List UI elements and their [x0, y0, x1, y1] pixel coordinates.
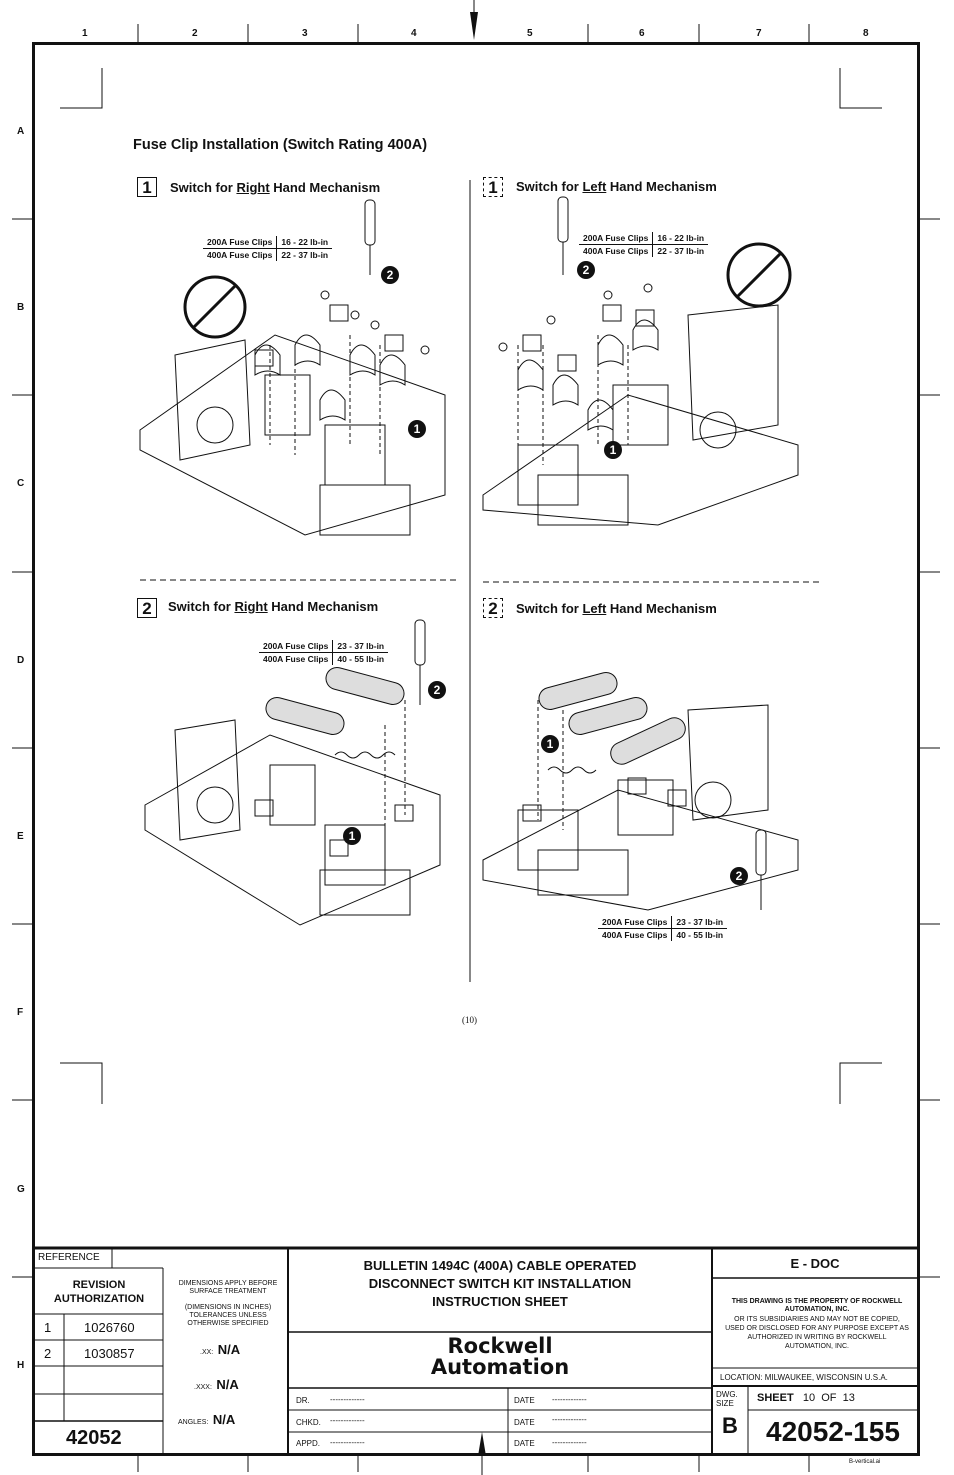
callout-2-p1-right: 2 — [381, 266, 399, 284]
zone-top-3: 3 — [302, 28, 308, 39]
step-number-2-right: 2 — [137, 598, 157, 618]
zone-side-h: H — [17, 1360, 25, 1371]
zone-side-b: B — [17, 302, 25, 313]
revision-authorization-label: REVISION AUTHORIZATION — [53, 1279, 145, 1305]
zone-side-c: C — [17, 478, 25, 489]
zone-top-5: 5 — [527, 28, 533, 39]
page-number: (10) — [462, 1015, 477, 1025]
drawing-size-label: DWG. SIZE — [716, 1390, 738, 1408]
dimension-note-2: (DIMENSIONS IN INCHES) TOLERANCES UNLESS… — [184, 1304, 272, 1327]
company-logo: Rockwell Automation — [430, 1334, 570, 1379]
step-label-2-right: Switch for Right Hand Mechanism — [168, 599, 379, 614]
zone-top-1: 1 — [82, 28, 88, 39]
document-type: E - DOC — [790, 1256, 840, 1271]
drawing-frame — [32, 42, 920, 1456]
zone-side-e: E — [17, 831, 24, 842]
switch-illustration-1-left — [482, 196, 799, 526]
callout-1-p1-right: 1 — [408, 420, 426, 438]
callout-2-p1-left: 2 — [577, 261, 595, 279]
callout-2-p2-right: 2 — [428, 681, 446, 699]
zone-top-7: 7 — [756, 28, 762, 39]
date-value-1: ------------- — [552, 1395, 587, 1404]
zone-side-f: F — [17, 1007, 24, 1018]
tolerance-xx: .XX: N/A — [200, 1342, 241, 1357]
step-number-1-left: 1 — [483, 177, 503, 197]
switch-illustration-2-left — [482, 671, 799, 911]
checked-by-value: ------------- — [330, 1416, 365, 1425]
revision-1-number: 1 — [44, 1320, 52, 1335]
location: LOCATION: MILWAUKEE, WISCONSIN U.S.A. — [720, 1373, 888, 1382]
zone-top-8: 8 — [863, 28, 869, 39]
drawing-number: 42052-155 — [766, 1416, 900, 1447]
sheet-info: SHEET 10 OF 13 — [757, 1392, 855, 1404]
date-label-3: DATE — [514, 1439, 535, 1448]
property-notice-2: OR ITS SUBSIDIARIES AND MAY NOT BE COPIE… — [725, 1316, 909, 1350]
document-title: BULLETIN 1494C (400A) CABLE OPERATED DIS… — [363, 1258, 637, 1309]
step-label-1-right: Switch for Right Hand Mechanism — [170, 180, 381, 195]
zone-top-4: 4 — [411, 28, 417, 39]
revision-1-id: 1026760 — [84, 1320, 135, 1335]
step-number-2-left: 2 — [483, 598, 503, 618]
approved-by-value: ------------- — [330, 1438, 365, 1447]
page-title: Fuse Clip Installation (Switch Rating 40… — [133, 137, 428, 153]
drawn-by-label: DR. — [296, 1396, 310, 1405]
zone-side-g: G — [17, 1184, 25, 1195]
zone-top-6: 6 — [639, 28, 645, 39]
step-label-1-left: Switch for Left Hand Mechanism — [516, 179, 717, 194]
date-value-2: ------------- — [552, 1415, 587, 1424]
drawing-size: B — [722, 1413, 738, 1438]
callout-1-p2-right: 1 — [343, 827, 361, 845]
zone-side-a: A — [17, 126, 25, 137]
base-number: 42052 — [66, 1427, 122, 1449]
reference-label: REFERENCE — [38, 1252, 100, 1263]
zone-side-d: D — [17, 655, 25, 666]
zone-top-2: 2 — [192, 28, 198, 39]
date-label-2: DATE — [514, 1418, 535, 1427]
tolerance-xxx: .XXX: N/A — [194, 1377, 239, 1392]
callout-2-p2-left: 2 — [730, 867, 748, 885]
callout-1-p2-left: 1 — [541, 735, 559, 753]
step-label-2-left: Switch for Left Hand Mechanism — [516, 601, 717, 616]
revision-2-number: 2 — [44, 1346, 52, 1361]
checked-by-label: CHKD. — [296, 1418, 321, 1427]
revision-2-id: 1030857 — [84, 1346, 135, 1361]
date-value-3: ------------- — [552, 1438, 587, 1447]
drawn-by-value: ------------- — [330, 1395, 365, 1404]
property-notice-1: THIS DRAWING IS THE PROPERTY OF ROCKWELL… — [731, 1298, 903, 1313]
callout-1-p1-left: 1 — [604, 441, 622, 459]
date-label-1: DATE — [514, 1396, 535, 1405]
dimension-note-1: DIMENSIONS APPLY BEFORE SURFACE TREATMEN… — [178, 1280, 278, 1295]
switch-illustration-1-right — [139, 199, 446, 536]
step-number-1-right: 1 — [137, 177, 157, 197]
tolerance-angles: ANGLES: N/A — [178, 1412, 236, 1427]
file-tag: B-vertical.ai — [849, 1459, 881, 1465]
switch-illustration-2-right — [144, 619, 441, 926]
approved-by-label: APPD. — [296, 1439, 321, 1448]
